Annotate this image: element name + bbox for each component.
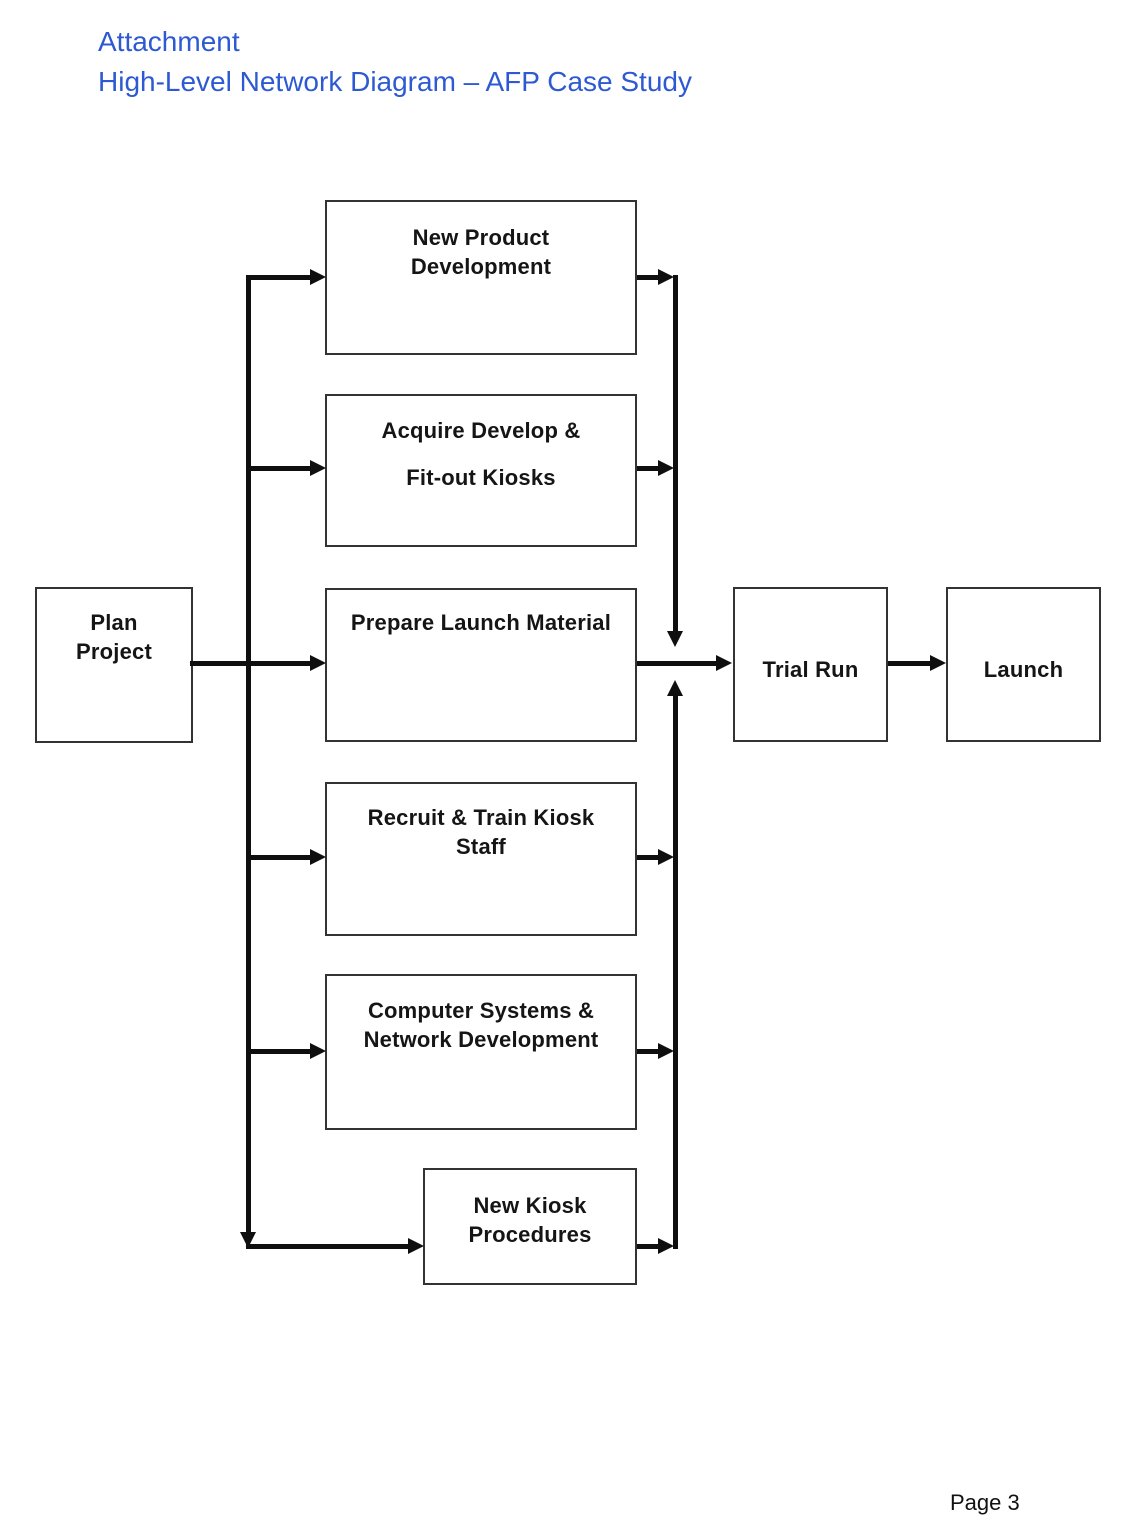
node-acquire-develop-fitout-kiosks-label: Acquire Develop & Fit-out Kiosks bbox=[381, 418, 581, 490]
arrowhead-into-kiosk-procedures bbox=[408, 1238, 424, 1254]
arrowhead-into-acquire bbox=[310, 460, 326, 476]
arrowhead-into-prepare bbox=[310, 655, 326, 671]
arrowhead-into-new-product bbox=[310, 269, 326, 285]
attachment-heading: Attachment bbox=[98, 26, 240, 57]
page-number: Page 3 bbox=[950, 1490, 1020, 1515]
node-recruit-train-kiosk-staff-label: Recruit & Train Kiosk Staff bbox=[367, 805, 595, 859]
arrowhead-recruit-out bbox=[658, 849, 674, 865]
node-prepare-launch-material-label: Prepare Launch Material bbox=[350, 610, 612, 635]
edge-prepare-to-trial-run bbox=[637, 661, 718, 666]
node-computer-systems-network-development: Computer Systems & Network Development bbox=[325, 974, 637, 1130]
edge-acquire-out bbox=[637, 466, 660, 471]
collector-line-right-bottom bbox=[673, 695, 678, 1249]
arrowhead-computer-out bbox=[658, 1043, 674, 1059]
distribution-line-left bbox=[246, 275, 251, 1232]
document-header: Attachment High-Level Network Diagram – … bbox=[98, 22, 692, 102]
node-plan-project: Plan Project bbox=[35, 587, 193, 743]
node-acquire-develop-fitout-kiosks: Acquire Develop & Fit-out Kiosks bbox=[325, 394, 637, 547]
arrowhead-down-collector bbox=[667, 631, 683, 647]
node-trial-run-label: Trial Run bbox=[762, 657, 859, 682]
edge-kiosk-procedures-out bbox=[637, 1244, 660, 1249]
arrowhead-into-recruit bbox=[310, 849, 326, 865]
arrowhead-into-trial-run bbox=[716, 655, 732, 671]
node-computer-systems-network-development-label: Computer Systems & Network Development bbox=[363, 998, 599, 1052]
edge-into-acquire bbox=[246, 466, 312, 471]
node-recruit-train-kiosk-staff: Recruit & Train Kiosk Staff bbox=[325, 782, 637, 936]
node-trial-run: Trial Run bbox=[733, 587, 888, 742]
edge-into-recruit bbox=[246, 855, 312, 860]
arrowhead-into-computer bbox=[310, 1043, 326, 1059]
node-prepare-launch-material: Prepare Launch Material bbox=[325, 588, 637, 742]
collector-line-right-top bbox=[673, 275, 678, 631]
arrowhead-new-product-out bbox=[658, 269, 674, 285]
diagram-title: High-Level Network Diagram – AFP Case St… bbox=[98, 66, 692, 97]
edge-recruit-out bbox=[637, 855, 660, 860]
node-new-product-development-label: New Product Development bbox=[410, 225, 552, 279]
edge-into-new-product bbox=[246, 275, 312, 280]
edge-computer-out bbox=[637, 1049, 660, 1054]
node-plan-project-label: Plan Project bbox=[76, 610, 152, 664]
arrowhead-into-launch bbox=[930, 655, 946, 671]
node-new-kiosk-procedures: New Kiosk Procedures bbox=[423, 1168, 637, 1285]
edge-into-computer bbox=[246, 1049, 312, 1054]
arrowhead-kiosk-procedures-out bbox=[658, 1238, 674, 1254]
edge-plan-project-to-prepare bbox=[190, 661, 312, 666]
node-new-product-development: New Product Development bbox=[325, 200, 637, 355]
node-launch-label: Launch bbox=[983, 657, 1064, 682]
edge-new-product-out bbox=[637, 275, 660, 280]
node-launch: Launch bbox=[946, 587, 1101, 742]
node-new-kiosk-procedures-label: New Kiosk Procedures bbox=[468, 1193, 592, 1247]
edge-trial-run-to-launch bbox=[888, 661, 932, 666]
arrowhead-acquire-out bbox=[658, 460, 674, 476]
arrowhead-up-collector bbox=[667, 680, 683, 696]
edge-into-kiosk-procedures bbox=[246, 1244, 410, 1249]
